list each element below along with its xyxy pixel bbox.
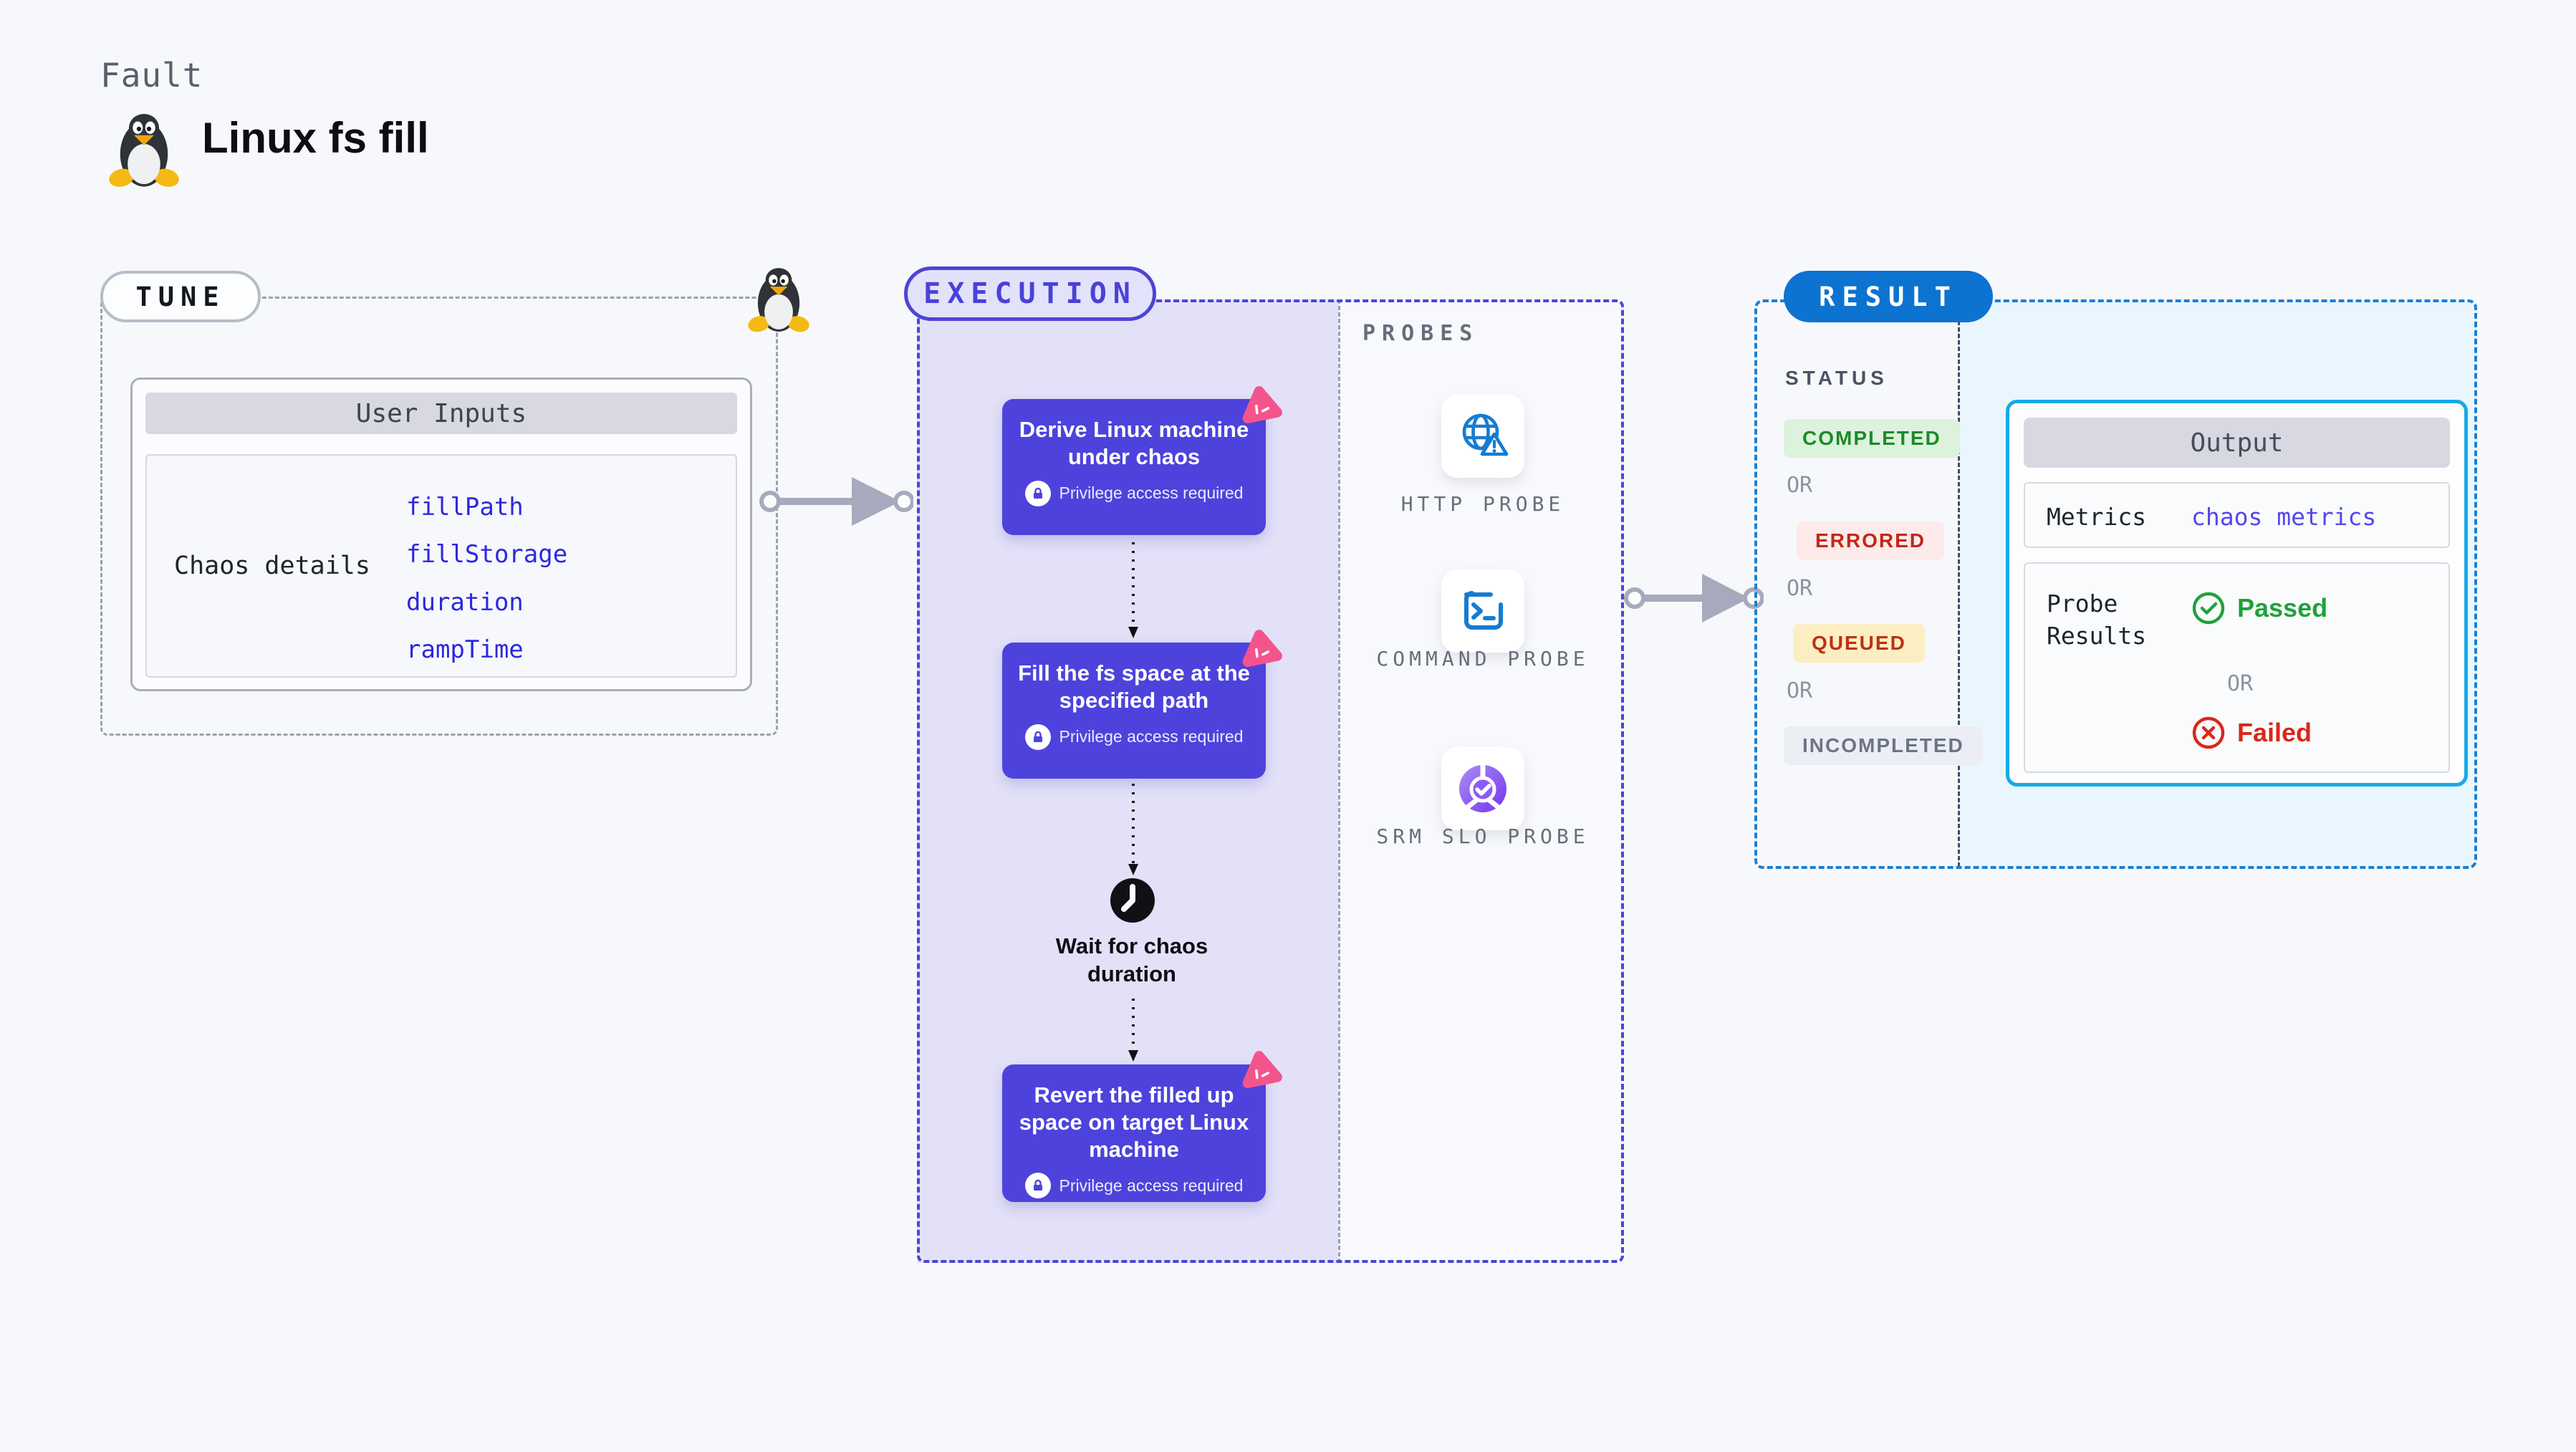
tune-container <box>100 297 778 736</box>
output-header: Output <box>2024 418 2450 468</box>
input-duration[interactable]: duration <box>406 588 524 617</box>
http-probe-label: HTTP PROBE <box>1400 492 1565 516</box>
page-title: Linux fs fill <box>202 114 429 162</box>
flow-arrow <box>1126 541 1140 640</box>
lock-icon <box>1024 480 1051 506</box>
clock-icon <box>1109 877 1156 924</box>
status-badge-completed: COMPLETED <box>1784 419 1960 458</box>
status-badge-queued: QUEUED <box>1793 624 1925 663</box>
passed-label: Passed <box>2237 593 2328 622</box>
status-or: OR <box>1787 678 1813 703</box>
user-inputs-row: Chaos details fillPath fillStorage durat… <box>145 454 737 678</box>
wait-step-label: Wait for chaos duration <box>1055 933 1208 986</box>
status-or: OR <box>1787 576 1813 601</box>
step-derive-machine[interactable]: Derive Linux machine under chaos Privile… <box>1002 399 1266 535</box>
input-fillpath[interactable]: fillPath <box>406 493 524 521</box>
chaos-details-label: Chaos details <box>174 552 370 580</box>
step-title: Fill the fs space at the specified path <box>1018 660 1250 713</box>
probe-results-label: Probe Results <box>2047 590 2147 650</box>
chaos-badge-icon <box>1236 625 1286 675</box>
user-inputs-table: User Inputs Chaos details fillPath fillS… <box>130 378 752 691</box>
metrics-label: Metrics <box>2047 502 2147 531</box>
linux-penguin-icon <box>744 264 814 334</box>
status-badge-errored: ERRORED <box>1797 521 1945 560</box>
step-title: Derive Linux machine under chaos <box>1019 417 1249 469</box>
command-probe-icon[interactable] <box>1441 569 1524 653</box>
step-title: Revert the filled up space on target Lin… <box>1019 1082 1249 1162</box>
passed-check-icon <box>2191 591 2226 625</box>
command-probe-label: COMMAND PROBE <box>1376 647 1590 670</box>
status-or: OR <box>1787 473 1813 498</box>
flow-arrow <box>1126 782 1140 877</box>
failed-label: Failed <box>2237 718 2312 747</box>
privilege-label: Privilege access required <box>1059 1175 1244 1195</box>
flow-arrow <box>1126 997 1140 1063</box>
privilege-label: Privilege access required <box>1059 484 1244 503</box>
metrics-row: Metrics chaos metrics <box>2024 482 2450 548</box>
passed-row: Passed <box>2191 591 2327 625</box>
tune-badge[interactable]: TUNE <box>100 271 261 322</box>
linux-penguin-icon <box>104 109 184 189</box>
metrics-value-link[interactable]: chaos metrics <box>2191 502 2377 531</box>
srm-slo-probe-icon[interactable] <box>1441 747 1524 830</box>
probes-title: PROBES <box>1363 321 1479 346</box>
privilege-label: Privilege access required <box>1059 727 1244 746</box>
input-fillstorage[interactable]: fillStorage <box>406 540 568 569</box>
execution-to-result-arrow <box>1623 569 1764 627</box>
failed-x-icon <box>2191 716 2226 750</box>
user-inputs-header: User Inputs <box>145 393 737 434</box>
step-revert-space[interactable]: Revert the filled up space on target Lin… <box>1002 1064 1266 1202</box>
execution-badge[interactable]: EXECUTION <box>904 266 1156 321</box>
srm-slo-probe-label: SRM SLO PROBE <box>1376 824 1590 848</box>
step-fill-fs[interactable]: Fill the fs space at the specified path … <box>1002 643 1266 779</box>
result-badge[interactable]: RESULT <box>1784 271 1993 322</box>
status-badge-incompleted: INCOMPLETED <box>1784 726 1983 765</box>
chaos-badge-icon <box>1236 382 1286 432</box>
failed-row: Failed <box>2191 716 2312 750</box>
output-card: Output Metrics chaos metrics Probe Resul… <box>2006 400 2468 787</box>
execution-probes-border <box>917 299 1624 1263</box>
status-title: STATUS <box>1785 367 1888 389</box>
probe-results-row: Probe Results Passed OR Failed <box>2024 562 2450 773</box>
chaos-badge-icon <box>1236 1047 1286 1097</box>
input-ramptime[interactable]: rampTime <box>406 635 524 664</box>
fault-kicker: Fault <box>100 56 203 95</box>
lock-icon <box>1024 723 1051 750</box>
lock-icon <box>1024 1173 1051 1199</box>
tune-to-execution-arrow <box>759 473 913 530</box>
probe-results-or: OR <box>2227 671 2254 696</box>
result-container <box>1754 299 2477 869</box>
http-probe-icon[interactable] <box>1441 395 1524 478</box>
